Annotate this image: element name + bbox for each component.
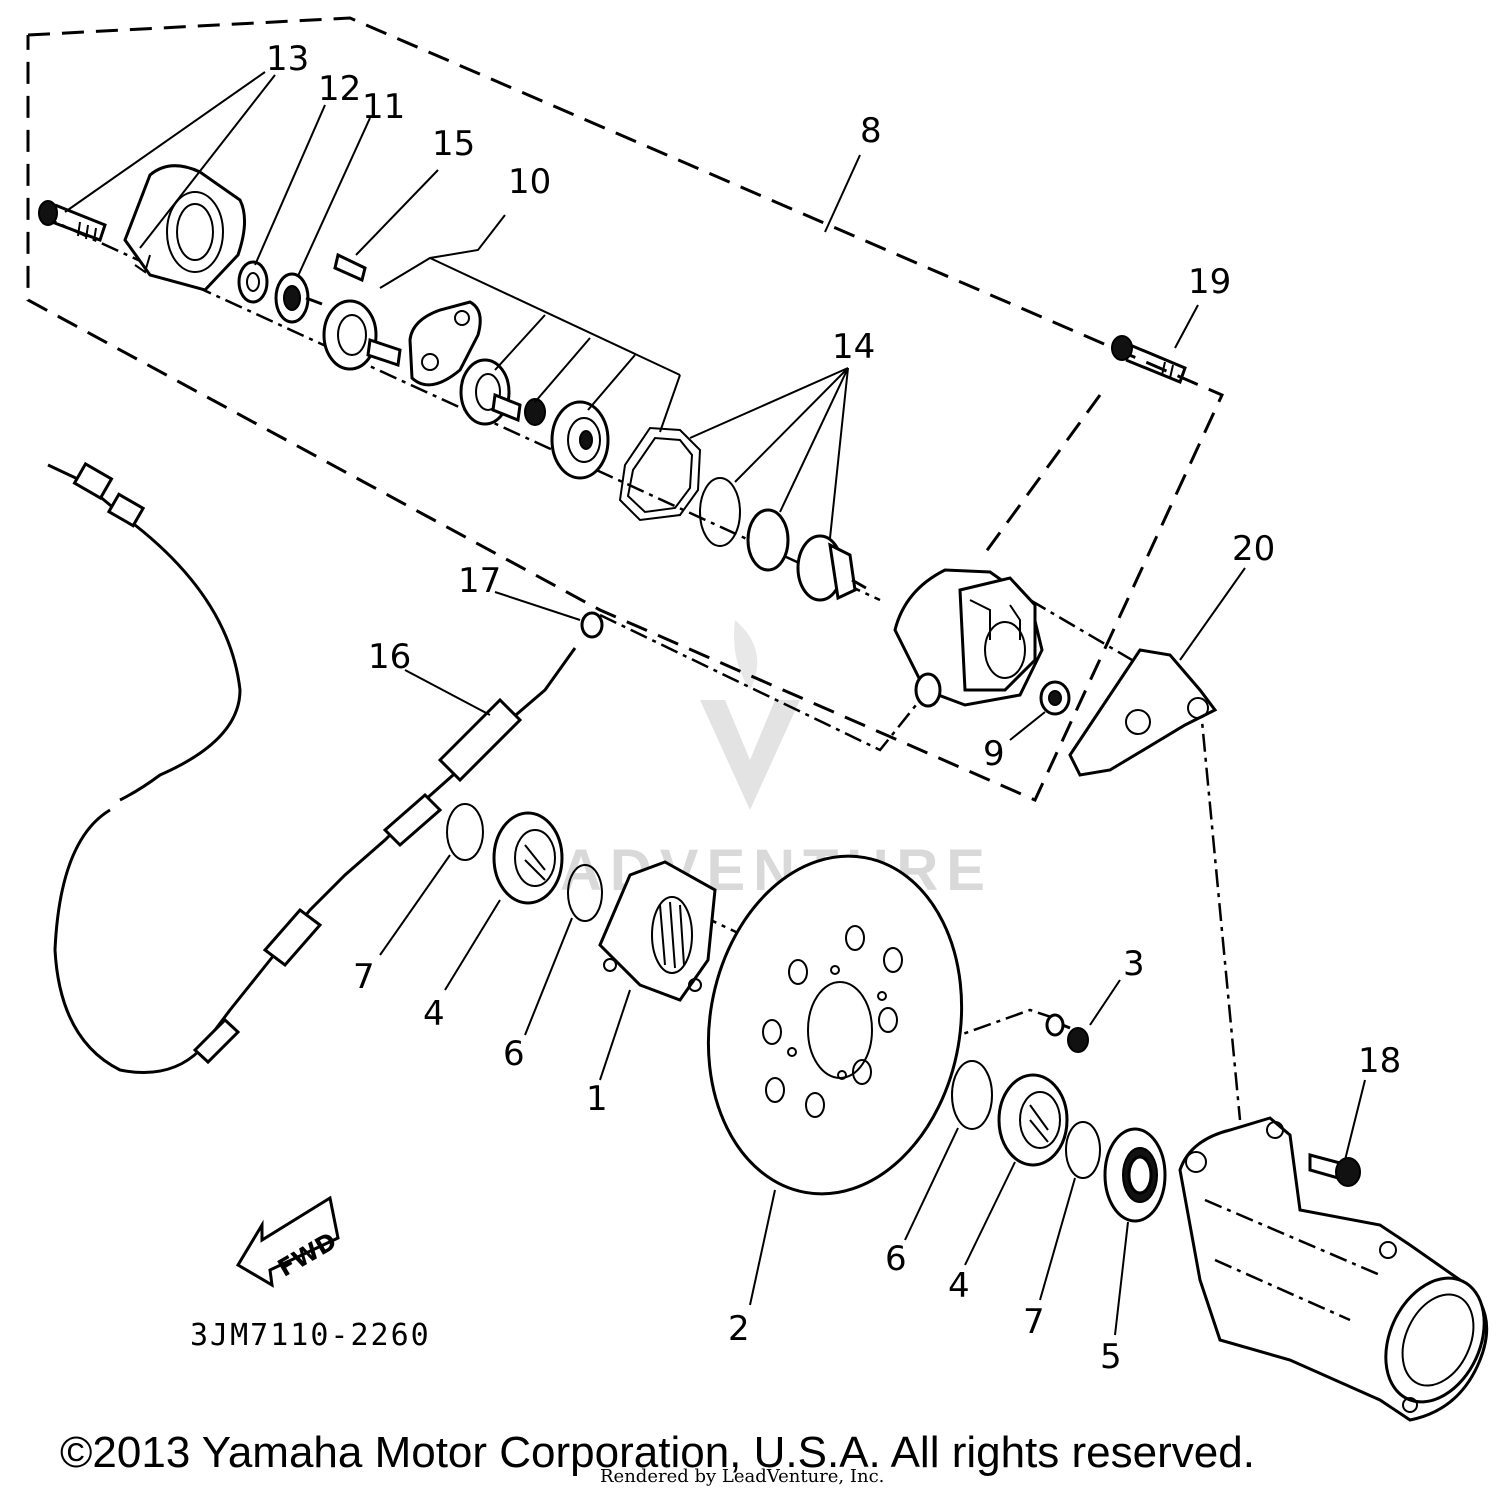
callout-17: 17 xyxy=(458,561,501,601)
part-number-code: 3JM7110-2260 xyxy=(190,1318,431,1353)
leader-lines xyxy=(64,71,1366,1336)
callout-6-right: 6 xyxy=(885,1239,907,1279)
part-20-bracket xyxy=(1068,648,1218,777)
callout-5: 5 xyxy=(1100,1337,1122,1377)
part-1-hub xyxy=(598,860,717,1002)
callout-9: 9 xyxy=(983,734,1005,774)
part-6-circlip-right xyxy=(951,1060,993,1130)
part-11-gear xyxy=(274,272,323,324)
callout-1: 1 xyxy=(586,1079,608,1119)
callout-14: 14 xyxy=(832,327,875,367)
callout-10: 10 xyxy=(508,162,551,202)
callout-3: 3 xyxy=(1123,944,1145,984)
part-14-o-ring xyxy=(699,477,741,547)
callout-4-left: 4 xyxy=(423,994,445,1034)
part-6-circlip-left xyxy=(567,864,603,922)
callout-numbers: 13 12 11 15 10 8 19 14 20 17 16 9 3 7 4 … xyxy=(266,39,1401,1377)
fwd-arrow: FWD xyxy=(235,1195,341,1288)
part-7-circlip-right xyxy=(1065,1121,1101,1179)
callout-11: 11 xyxy=(362,87,405,127)
callout-6-left: 6 xyxy=(503,1034,525,1074)
copyright-text: ©2013 Yamaha Motor Corporation, U.S.A. A… xyxy=(60,1428,1255,1477)
part-5-oil-seal xyxy=(1103,1127,1167,1223)
part-3-bolt xyxy=(1045,1013,1089,1053)
part-18-bolt xyxy=(1308,1153,1361,1187)
part-14-seal xyxy=(746,508,790,572)
part-4-bearing-left xyxy=(492,811,564,905)
part-13-cover xyxy=(123,164,246,292)
part-9-nut xyxy=(1039,680,1071,716)
axle-housing xyxy=(1178,1116,1489,1422)
callout-7-right: 7 xyxy=(1023,1302,1045,1342)
part-15-pin xyxy=(333,252,367,283)
callout-15: 15 xyxy=(432,124,475,164)
part-4-bearing-right xyxy=(997,1073,1069,1167)
callout-8: 8 xyxy=(860,111,882,151)
part-10-plate xyxy=(408,300,482,387)
part-14-armature xyxy=(796,534,867,602)
part-10-bushing xyxy=(524,398,546,426)
part-19-bolt xyxy=(1111,335,1187,384)
rendered-by-text: Rendered by LeadVenture, Inc. xyxy=(600,1466,885,1487)
part-12-washer xyxy=(237,260,269,304)
part-10-gear-a xyxy=(322,299,402,371)
callout-20: 20 xyxy=(1232,529,1275,569)
motor-housing xyxy=(893,568,1044,708)
part-14-gasket-frame xyxy=(618,426,702,522)
callout-2: 2 xyxy=(728,1309,750,1349)
callout-12: 12 xyxy=(318,69,361,109)
part-2-brake-disc xyxy=(706,854,964,1196)
part-13-screw xyxy=(38,200,107,242)
callout-13: 13 xyxy=(266,39,309,79)
part-16-cable xyxy=(47,461,577,1074)
assembly-outline-8 xyxy=(26,16,1225,802)
part-17-fitting xyxy=(580,611,604,639)
part-10-bearing xyxy=(550,400,610,480)
callout-7-left: 7 xyxy=(353,957,375,997)
part-7-circlip-left xyxy=(446,803,484,861)
callout-4-right: 4 xyxy=(948,1266,970,1306)
part-10-gear-b xyxy=(459,358,522,426)
callout-19: 19 xyxy=(1188,262,1231,302)
callout-18: 18 xyxy=(1358,1041,1401,1081)
callout-16: 16 xyxy=(368,637,411,677)
